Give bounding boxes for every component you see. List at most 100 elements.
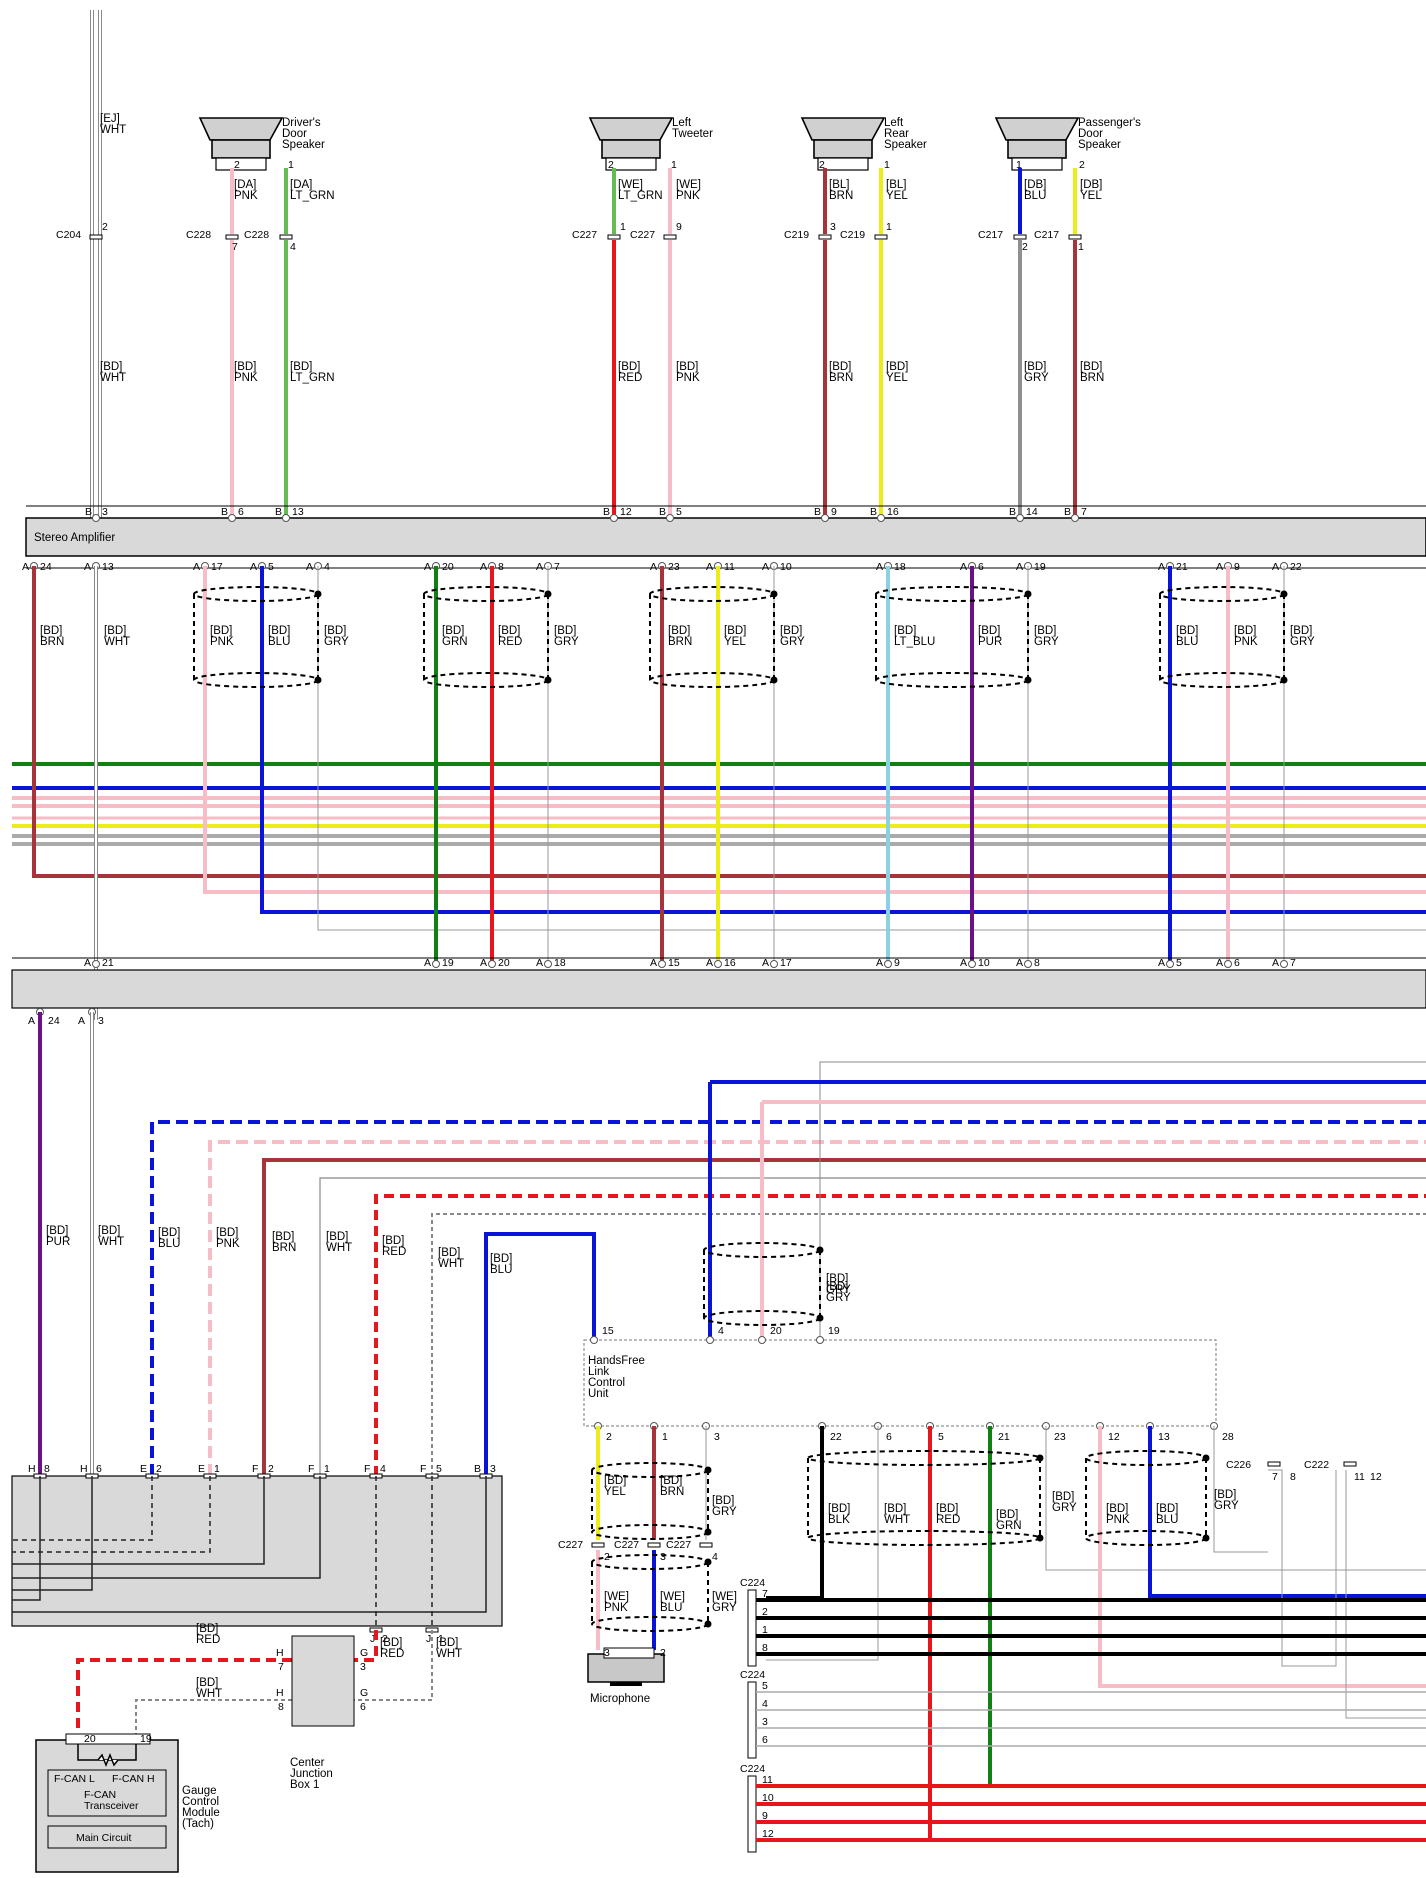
pin-connector-letter: A xyxy=(78,1015,85,1027)
speaker-pin: 1 xyxy=(288,159,294,171)
center-junction-box xyxy=(291,1635,355,1727)
pin-number: 23 xyxy=(668,561,680,573)
can-wire-red xyxy=(354,1630,378,1662)
pin-connector-letter: A xyxy=(84,957,91,969)
wire-color-label: [BL]BRN xyxy=(829,179,853,202)
connector-pin: 8 xyxy=(762,1642,768,1654)
wire-color-label: [BD]GRN xyxy=(442,625,468,648)
wire-blu-dashed xyxy=(150,1120,1426,1476)
inline-connector xyxy=(225,234,239,240)
wire-color-label: [WE]PNK xyxy=(676,179,701,202)
pin-ring xyxy=(666,514,674,522)
splice-dot xyxy=(1024,590,1032,598)
pin-connector-letter: A xyxy=(706,957,713,969)
pin-connector-letter: A xyxy=(424,957,431,969)
hfl-shield xyxy=(807,1450,1041,1466)
pin-number: 11 xyxy=(724,561,735,573)
pin-number: 6 xyxy=(96,1463,102,1475)
wire-color-label: [BD]GRY xyxy=(1024,361,1049,384)
speaker-connector xyxy=(215,157,267,171)
shield-top xyxy=(875,586,1029,602)
wire-color-label: [BD]BRN xyxy=(829,361,853,384)
mic-shield xyxy=(591,1616,709,1632)
connector-pin: 3 xyxy=(830,221,836,233)
splice-dot xyxy=(704,1528,712,1536)
wire-color-label: [BD]PNK xyxy=(210,625,234,648)
wire-color-label: [BD]PNK xyxy=(234,361,258,384)
pin-ring xyxy=(1016,514,1024,522)
speaker-magnet-icon xyxy=(601,139,661,159)
pin-connector-letter: A xyxy=(536,561,543,573)
pin-connector-letter: G xyxy=(360,1647,368,1659)
connector-id: C217 xyxy=(978,229,1003,241)
wire-color-label: [BD]GRY xyxy=(712,1495,737,1518)
pin-connector-letter: B xyxy=(221,506,228,518)
microphone-label: Microphone xyxy=(590,1693,650,1705)
connector-id: C219 xyxy=(784,229,809,241)
connector-id: C204 xyxy=(56,229,81,241)
wire-color-label: [BD]WHT xyxy=(884,1503,910,1526)
connector-pin: 5 xyxy=(762,1680,768,1692)
speaker-pin: 2 xyxy=(1079,159,1085,171)
pin-number: 7 xyxy=(1081,506,1087,518)
connector-pin: 11 xyxy=(1354,1471,1365,1483)
wire-color-label: [BD]BLU xyxy=(1156,1503,1178,1526)
connector-id: C217 xyxy=(1034,229,1059,241)
pin-connector-letter: J xyxy=(370,1633,375,1645)
connector-id: C227 xyxy=(614,1539,639,1551)
pin-number: 2 xyxy=(382,1633,388,1645)
wire-color-label: [BD]GRY xyxy=(1214,1489,1239,1512)
pin-ring xyxy=(1071,514,1079,522)
pin-number: 13 xyxy=(102,561,114,573)
fcan-h-label: F-CAN H xyxy=(112,1773,155,1785)
pin-number: 16 xyxy=(887,506,899,518)
pin-connector-letter: B xyxy=(85,506,92,518)
pin-number: 2 xyxy=(268,1463,274,1475)
connector-pin: 12 xyxy=(762,1828,774,1840)
pin-connector-letter: B xyxy=(659,506,666,518)
pin-number: 6 xyxy=(1234,957,1240,969)
pin-connector-letter: A xyxy=(1216,561,1223,573)
wire-color-label: [BD]BLK xyxy=(828,1503,850,1526)
wire-color-label: [DA]PNK xyxy=(234,179,258,202)
wire-color-label: [BD]PUR xyxy=(978,625,1002,648)
speaker-cone-icon xyxy=(198,117,284,141)
amp-wire-gry xyxy=(317,566,1426,931)
inline-connector xyxy=(1068,234,1082,240)
wire-color-label: [BD]YEL xyxy=(604,1475,626,1498)
pin-connector-letter: A xyxy=(1272,957,1279,969)
module-internal-path xyxy=(12,1476,153,1541)
pin-number: 2 xyxy=(156,1463,162,1475)
module-internal-path xyxy=(12,1476,211,1553)
pin-number: 17 xyxy=(211,561,223,573)
pin-connector-letter: H xyxy=(80,1463,88,1475)
wire-color-label: [BD]BRN xyxy=(668,625,692,648)
splice-dot xyxy=(1280,590,1288,598)
inline-connector xyxy=(874,234,888,240)
wire-color-label: [BD]PNK xyxy=(1234,625,1258,648)
pin-connector-letter: A xyxy=(1216,957,1223,969)
pin-number: 4 xyxy=(324,561,330,573)
pin-number: 8 xyxy=(44,1463,50,1475)
connector-pin: 2 xyxy=(762,1606,768,1618)
wire-color-label: [BD]RED xyxy=(196,1623,220,1646)
pin-connector-letter: A xyxy=(480,561,487,573)
pin-number: 5 xyxy=(938,1431,944,1443)
pin-number: 1 xyxy=(324,1463,330,1475)
connector-pin: 10 xyxy=(762,1792,774,1804)
pin-connector-letter: H xyxy=(276,1647,284,1659)
wire-color-label: [BD]GRY xyxy=(1290,625,1315,648)
wire-color-label: [BD]GRY xyxy=(1034,625,1059,648)
pin-number: 15 xyxy=(668,957,680,969)
inline-connector xyxy=(89,234,103,240)
connector-pin: 3 xyxy=(762,1716,768,1728)
can-wire-red xyxy=(76,1658,292,1740)
module-internal-path xyxy=(12,1476,41,1601)
splice-dot xyxy=(770,590,778,598)
connector-id: C224 xyxy=(740,1577,765,1589)
wire-color-label: [DB]BLU xyxy=(1024,179,1046,202)
pin-ring xyxy=(1166,960,1174,968)
inline-connector xyxy=(279,234,293,240)
pin-connector-letter: B xyxy=(275,506,282,518)
